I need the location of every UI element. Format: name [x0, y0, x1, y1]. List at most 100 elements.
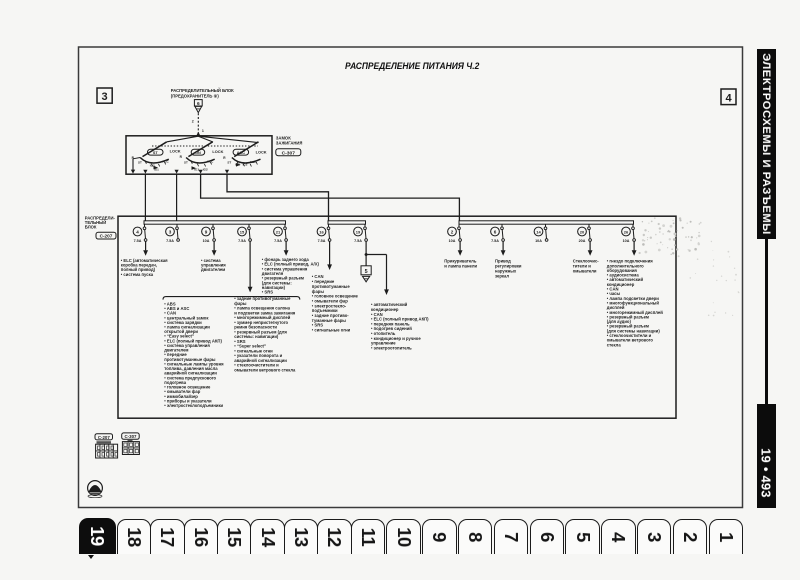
svg-text:фары: фары: [312, 289, 325, 294]
svg-text:стекла: стекла: [607, 342, 622, 347]
svg-text:• электроотопитель: • электроотопитель: [371, 345, 412, 350]
svg-text:IG2: IG2: [150, 164, 155, 168]
svg-text:• резервный разъем: • резервный разъем: [607, 324, 649, 329]
svg-text:• ABS: • ABS: [164, 301, 176, 306]
svg-text:• CAN: • CAN: [312, 274, 324, 279]
svg-text:10A: 10A: [535, 239, 542, 243]
svg-text:зеркал: зеркал: [495, 274, 509, 279]
svg-text:• гнездо подключения: • гнездо подключения: [607, 259, 653, 264]
svg-text:• ELC (автоматическая: • ELC (автоматическая: [121, 258, 168, 263]
svg-text:РАСПРЕДЕЛИТЕЛЬНЫЙ БЛОК: РАСПРЕДЕЛИТЕЛЬНЫЙ БЛОК: [171, 88, 234, 93]
svg-text:7.5A: 7.5A: [274, 239, 282, 243]
svg-text:19: 19: [356, 229, 361, 234]
svg-text:• ABS и ASC: • ABS и ASC: [164, 306, 189, 311]
svg-text:• многофункциональный: • многофункциональный: [607, 300, 660, 305]
svg-text:2: 2: [451, 229, 454, 234]
svg-text:6: 6: [494, 229, 497, 234]
svg-text:• зуммер непристегнутого: • зуммер непристегнутого: [234, 320, 288, 325]
svg-text:подъемники: подъемники: [312, 308, 338, 313]
svg-text:IG1: IG1: [194, 168, 199, 172]
svg-text:• стеклоочистители и: • стеклоочистители и: [607, 333, 652, 338]
svg-text:омыватели: омыватели: [573, 269, 597, 274]
svg-text:• система управления: • система управления: [262, 266, 308, 271]
svg-text:ТЕЛЬНЫЙ: ТЕЛЬНЫЙ: [85, 220, 106, 225]
svg-text:1: 1: [202, 129, 204, 133]
svg-text:аварийной сигнализации: аварийной сигнализации: [234, 358, 287, 363]
svg-text:• аудиосистема: • аудиосистема: [607, 273, 640, 278]
svg-text:Привод: Привод: [495, 259, 511, 264]
svg-text:LOCK: LOCK: [212, 149, 223, 154]
svg-text:• “Easy select”: • “Easy select”: [164, 334, 194, 339]
svg-text:ЗАЖИГАНИЯ: ЗАЖИГАНИЯ: [276, 141, 303, 146]
svg-text:4: 4: [136, 229, 139, 234]
svg-text:16: 16: [319, 229, 324, 234]
svg-text:• резервный разъем: • резервный разъем: [262, 276, 304, 281]
svg-text:• автоматический: • автоматический: [371, 302, 408, 307]
svg-text:3: 3: [102, 91, 108, 103]
svg-text:системы: навигации): системы: навигации): [234, 334, 279, 339]
svg-text:фары: фары: [234, 301, 247, 306]
svg-text:R: R: [132, 156, 135, 160]
svg-text:(для системы навигации): (для системы навигации): [607, 328, 661, 333]
svg-text:ST: ST: [227, 160, 231, 164]
svg-text:и лампа панели: и лампа панели: [444, 264, 477, 269]
svg-text:3: 3: [169, 229, 172, 234]
svg-text:• указатели поворота и: • указатели поворота и: [234, 353, 282, 358]
svg-text:• “Super select”: • “Super select”: [234, 344, 266, 349]
svg-text:20: 20: [580, 229, 585, 234]
svg-text:подогрева: подогрева: [164, 380, 186, 385]
svg-text:• ELC (полный привод, А/Х): • ELC (полный привод, А/Х): [262, 262, 320, 267]
svg-text:С-307: С-307: [282, 150, 296, 156]
svg-text:• головное освещение: • головное освещение: [164, 385, 211, 390]
svg-text:(для аудио): (для аудио): [607, 319, 632, 324]
svg-text:7.5A: 7.5A: [318, 239, 326, 243]
svg-text:управление: управление: [371, 341, 396, 346]
svg-text:4: 4: [725, 92, 732, 104]
svg-text:• многорежимный дисплей: • многорежимный дисплей: [234, 315, 290, 320]
svg-text:Стеклоочис-: Стеклоочис-: [573, 259, 600, 264]
svg-text:7.5A: 7.5A: [354, 239, 362, 243]
svg-text:двигателя: двигателя: [262, 271, 284, 276]
svg-text:• лампа освещения салона: • лампа освещения салона: [234, 306, 290, 311]
svg-text:управления: управления: [201, 262, 226, 267]
svg-text:ACC: ACC: [250, 160, 257, 164]
svg-text:• подогрев сидений: • подогрев сидений: [371, 326, 412, 331]
svg-text:ЗАМОК: ЗАМОК: [276, 136, 291, 141]
svg-text:тители и: тители и: [573, 264, 591, 269]
svg-text:• CAN: • CAN: [371, 312, 383, 317]
svg-text:• передние: • передние: [312, 279, 335, 284]
svg-text:С-207: С-207: [98, 435, 111, 440]
svg-text:• электростеклоподъемники: • электростеклоподъемники: [164, 403, 223, 408]
svg-text:• ELC (полный привод АКП): • ELC (полный привод АКП): [164, 338, 222, 343]
svg-text:• задние противо-: • задние противо-: [312, 313, 349, 318]
svg-text:9: 9: [205, 229, 208, 234]
svg-text:БЛОК: БЛОК: [85, 225, 97, 230]
svg-text:10A: 10A: [623, 239, 630, 243]
svg-text:• отопитель: • отопитель: [371, 331, 396, 336]
svg-text:противотуманные фары: противотуманные фары: [164, 357, 216, 362]
svg-text:20A: 20A: [579, 239, 586, 243]
svg-text:• задние противотуманные: • задние противотуманные: [234, 296, 291, 301]
svg-text:26: 26: [624, 229, 629, 234]
svg-text:кондиционер: кондиционер: [607, 282, 635, 287]
svg-text:• передняя панель: • передняя панель: [371, 321, 410, 326]
svg-text:ST: ST: [184, 160, 188, 164]
svg-text:14: 14: [536, 229, 541, 234]
svg-text:IG1: IG1: [154, 168, 159, 172]
svg-text:10A: 10A: [449, 239, 456, 243]
svg-text:омыватели ветрового: омыватели ветрового: [607, 338, 654, 343]
svg-text:коробка передач,: коробка передач,: [121, 262, 157, 267]
svg-text:• омыватели фар: • омыватели фар: [164, 389, 200, 394]
svg-text:IG2: IG2: [243, 162, 248, 166]
svg-text:21: 21: [276, 229, 281, 234]
svg-text:дополнительного: дополнительного: [607, 263, 644, 268]
svg-text:IG1: IG1: [235, 162, 240, 166]
svg-text:• автоматический: • автоматический: [607, 277, 644, 282]
svg-text:ON: ON: [195, 151, 201, 155]
svg-text:и подсветки замка зажигания: и подсветки замка зажигания: [234, 310, 295, 315]
svg-text:• система пуска: • система пуска: [121, 272, 154, 277]
svg-text:оборудования: оборудования: [607, 268, 638, 273]
svg-text:7.5A: 7.5A: [491, 239, 499, 243]
svg-text:туманные фары: туманные фары: [312, 318, 346, 323]
svg-text:• фонарь заднего хода: • фонарь заднего хода: [262, 257, 310, 262]
